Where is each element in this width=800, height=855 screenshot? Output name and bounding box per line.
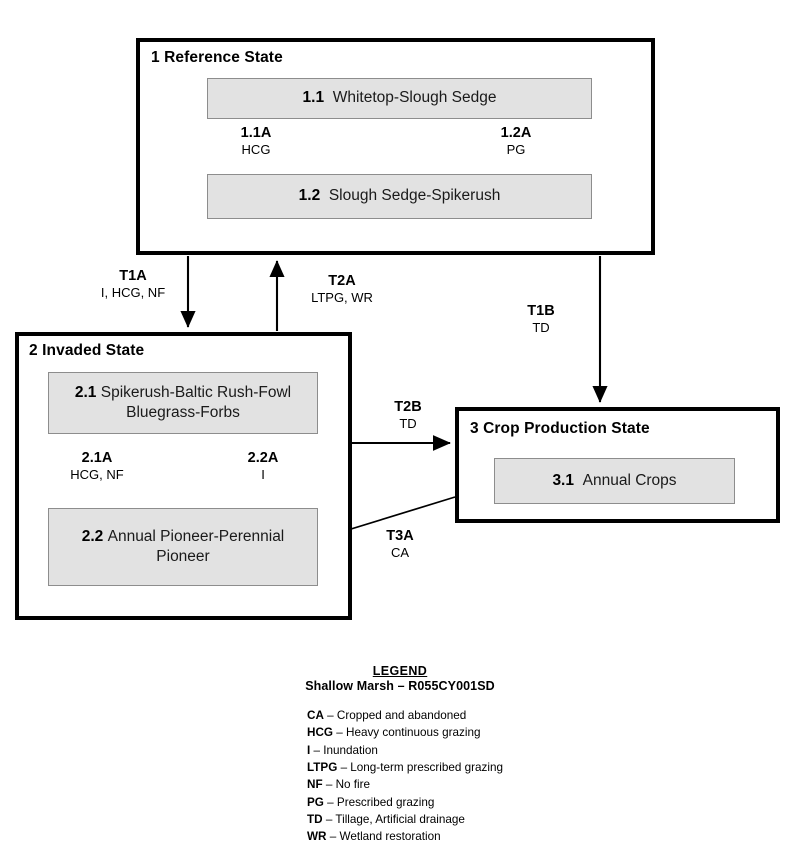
legend-definition: – Prescribed grazing [327,795,435,809]
legend-row: TD – Tillage, Artificial drainage [307,811,503,828]
phase-number-2-1: 2.1 [74,383,97,401]
legend-definition: – Long-term prescribed grazing [340,760,503,774]
legend-definition: – Wetland restoration [329,830,441,844]
legend-abbr: LTPG [307,760,338,774]
state-title-reference: 1 Reference State [151,49,283,66]
phase-box-3-1[interactable]: 3.1 Annual Crops [494,458,735,504]
transition-label-2-2A: 2.2A I [228,450,298,482]
legend-abbr: TD [307,812,323,826]
transition-drivers-1-2A: PG [506,142,526,158]
transition-code-2-2A: 2.2A [247,450,279,466]
legend-row: PG – Prescribed grazing [307,794,503,811]
state-box-reference[interactable] [136,38,655,255]
transition-code-T2A: T2A [328,273,356,289]
legend-title: LEGEND [372,664,428,678]
phase-number-3-1: 3.1 [552,471,574,489]
transition-label-1-2A: 1.2A PG [481,125,551,157]
phase-box-2-1[interactable]: 2.1 Spikerush-Baltic Rush-Fowl Bluegrass… [48,372,318,434]
phase-box-2-2[interactable]: 2.2 Annual Pioneer-Perennial Pioneer [48,508,318,586]
phase-name-2-2: Annual Pioneer-Perennial Pioneer [107,527,285,565]
transition-label-T3A: T3A CA [370,528,430,560]
state-title-invaded: 2 Invaded State [29,342,145,359]
transition-drivers-1-1A: HCG [241,142,271,158]
legend-row: CA – Cropped and abandoned [307,707,503,724]
phase-number-2-2: 2.2 [81,527,104,545]
legend-definition: – No fire [325,778,371,792]
transition-drivers-T2B: TD [399,416,417,432]
phase-box-1-1[interactable]: 1.1 Whitetop-Slough Sedge [207,78,592,119]
legend-abbr: NF [307,778,323,792]
transition-label-2-1A: 2.1A HCG, NF [56,450,138,482]
phase-name-2-1: Spikerush-Baltic Rush-Fowl Bluegrass-For… [100,383,292,421]
transition-drivers-2-2A: I [261,467,265,483]
transition-drivers-2-1A: HCG, NF [70,467,124,483]
legend-list: CA – Cropped and abandoned HCG – Heavy c… [307,707,503,846]
phase-name-1-1: Whitetop-Slough Sedge [332,89,497,107]
legend-abbr: WR [307,830,327,844]
phase-name-3-1: Annual Crops [582,471,677,489]
transition-code-T3A: T3A [386,528,414,544]
legend-definition: – Heavy continuous grazing [336,726,481,740]
transition-code-T1A: T1A [119,268,147,284]
legend-abbr: PG [307,795,324,809]
transition-code-2-1A: 2.1A [81,450,113,466]
legend-subtitle: Shallow Marsh – R055CY001SD [305,679,495,693]
transition-label-T2A: T2A LTPG, WR [292,273,392,305]
legend-row: HCG – Heavy continuous grazing [307,724,503,741]
phase-name-1-2: Slough Sedge-Spikerush [328,187,501,205]
transition-drivers-T2A: LTPG, WR [311,290,373,306]
legend-abbr: CA [307,709,324,722]
transition-drivers-T1B: TD [532,320,550,336]
transition-label-T1A: T1A I, HCG, NF [83,268,183,300]
transition-drivers-T3A: CA [390,545,410,561]
legend-row: WR – Wetland restoration [307,828,503,845]
legend-row: I – Inundation [307,742,503,759]
transition-drivers-T1A: I, HCG, NF [100,285,166,301]
legend-abbr: HCG [307,726,333,740]
transition-label-T1B: T1B TD [511,303,571,335]
transition-label-T2B: T2B TD [378,399,438,431]
legend-definition: – Cropped and abandoned [327,709,467,722]
phase-number-1-1: 1.1 [302,89,325,107]
transition-code-T1B: T1B [527,303,555,319]
transition-label-1-1A: 1.1A HCG [216,125,296,157]
phase-number-1-2: 1.2 [298,187,321,205]
legend-definition: – Tillage, Artificial drainage [325,812,465,826]
legend-abbr: I [307,743,311,757]
phase-box-1-2[interactable]: 1.2 Slough Sedge-Spikerush [207,174,592,219]
legend-definition: – Inundation [313,743,378,757]
legend: LEGEND Shallow Marsh – R055CY001SD CA – … [0,664,800,846]
state-title-crop-production: 3 Crop Production State [470,420,650,437]
legend-row: NF – No fire [307,776,503,793]
legend-row: LTPG – Long-term prescribed grazing [307,759,503,776]
transition-code-1-1A: 1.1A [240,125,272,141]
transition-code-1-2A: 1.2A [500,125,532,141]
transition-code-T2B: T2B [394,399,422,415]
